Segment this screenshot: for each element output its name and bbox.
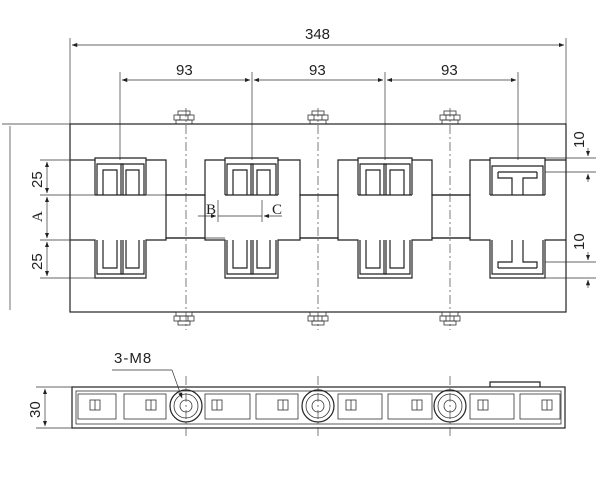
- plan-view: B C: [69, 108, 567, 330]
- pitch-2-label: 93: [309, 62, 326, 79]
- clip-upper-4-T: [491, 165, 544, 195]
- clip-upper-1: [96, 163, 145, 195]
- overall-width-dimension: 348: [69, 26, 567, 124]
- slot-depth-bottom-label: 10: [571, 233, 588, 250]
- bolt-bottom-2: [307, 311, 329, 326]
- pitch-dimensions: 93 93 93: [119, 62, 519, 160]
- pitch-1-label: 93: [176, 62, 193, 79]
- gap-label-a: A: [30, 211, 46, 222]
- label-c: C: [272, 202, 282, 218]
- clip-lower-4-T: [491, 240, 544, 275]
- clip-lower-2: [226, 240, 277, 275]
- pitch-3-label: 93: [441, 62, 458, 79]
- bolt-bottom-3: [439, 311, 461, 326]
- slot-height-bottom-label: 25: [29, 253, 46, 270]
- bolt-callout: 3-M8: [112, 350, 183, 399]
- label-b: B: [206, 202, 216, 218]
- clip-upper-3: [359, 163, 411, 195]
- side-view-body: [71, 386, 566, 429]
- side-clip-blocks: [77, 393, 561, 420]
- side-height-label: 30: [27, 401, 44, 418]
- slot-height-top-label: 25: [29, 171, 46, 188]
- side-view: 3-M8 30: [27, 350, 566, 436]
- bolt-top-1: [173, 110, 195, 125]
- slot-depth-top-label: 10: [571, 131, 588, 148]
- clip-lower-1: [96, 240, 145, 275]
- bolt-bottom-1: [173, 311, 195, 326]
- bottom-bolts: [173, 311, 461, 326]
- clip-upper-2: [226, 163, 277, 195]
- clip-lower-3: [359, 240, 411, 275]
- bolt-callout-label: 3-M8: [114, 350, 152, 367]
- top-bolts: [173, 110, 461, 125]
- left-dimensions: 25 A 25: [2, 123, 95, 310]
- overall-width-label: 348: [305, 26, 330, 43]
- right-dimensions: 10 10: [545, 131, 596, 288]
- bc-dimension: B C: [198, 200, 282, 222]
- side-height-dimension: 30: [27, 386, 72, 429]
